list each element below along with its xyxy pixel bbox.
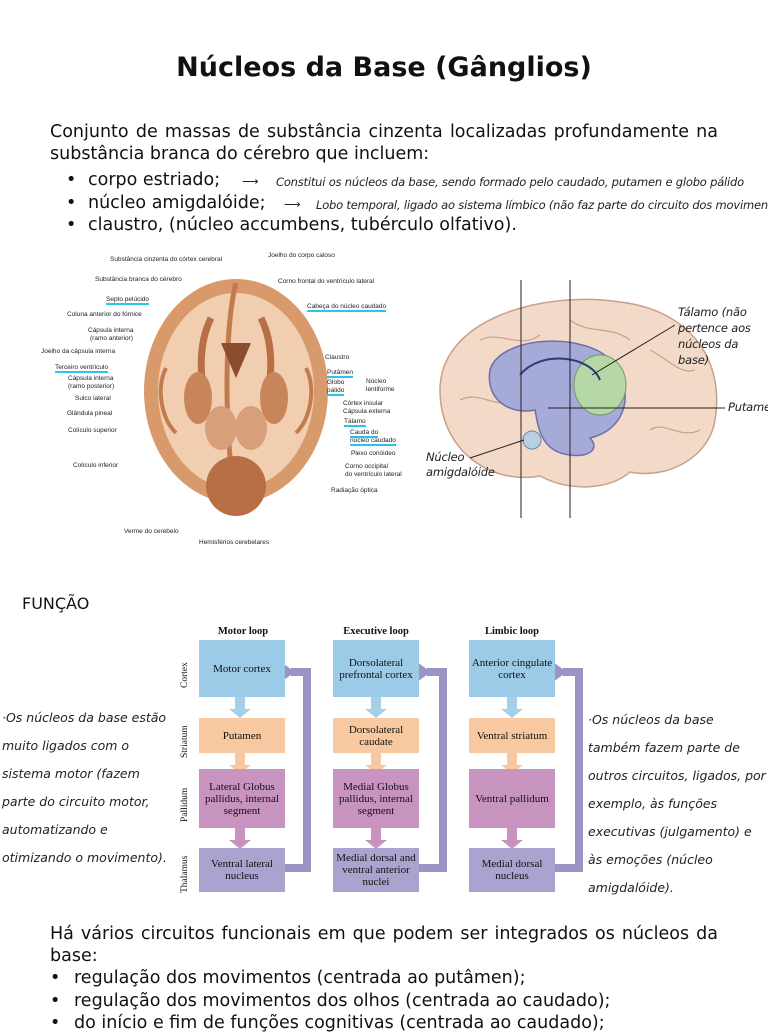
list-item: claustro, (núcleo accumbens, tubérculo o… — [66, 215, 517, 235]
handwritten-note-right: ·Os núcleos da base também fazem parte d… — [588, 712, 766, 895]
label-ramo-anterior: (ramo anterior) — [90, 335, 133, 342]
box-medial-dorsal-ventral-anterior: Medial dorsal and ventral anterior nucle… — [333, 848, 419, 892]
label-coliculo-superior: Colículo superior — [68, 427, 117, 434]
label-terceiro-ventriculo: Terceiro ventrículo — [55, 364, 109, 373]
label-coluna-fornice: Coluna anterior do fórnice — [67, 311, 142, 318]
handwritten-note-left: ·Os núcleos da base estão muito ligados … — [2, 710, 167, 865]
label-palido: pálido — [327, 387, 345, 396]
box-putamen: Putamen — [199, 718, 285, 753]
label-nucleo-caudado: núcleo caudado — [350, 437, 396, 446]
box-dorsolateral-caudate: Dorsolateral caudate — [333, 718, 419, 753]
box-ventral-pallidum: Ventral pallidum — [469, 769, 555, 828]
label-coliculo-inferior: Colículo inferior — [73, 462, 119, 469]
brain-lateral-figure — [439, 280, 725, 518]
circuits-intro: Há vários circuitos funcionais em que po… — [50, 924, 718, 966]
box-motor-cortex: Motor cortex — [199, 640, 285, 697]
label-cauda-do: Cauda do — [350, 429, 379, 438]
box-ventral-striatum: Ventral striatum — [469, 718, 555, 753]
label-ramo-posterior: (ramo posterior) — [68, 383, 115, 390]
box-ventral-lateral-nucleus: Ventral lateral nucleus — [199, 848, 285, 892]
row-label-thalamus: Thalamus — [180, 855, 190, 893]
row-label-striatum: Striatum — [180, 725, 190, 758]
list-item: regulação dos movimentos (centrada ao pu… — [50, 968, 525, 988]
loop-header-limbic: Limbic loop — [485, 626, 539, 637]
list-item: do início e fim de funções cognitivas (c… — [50, 1013, 605, 1033]
label-lentiforme: lentiforme — [366, 386, 395, 393]
note-talamo: Tálamo (não pertence aos núcleos da base… — [678, 305, 751, 367]
loop-header-motor: Motor loop — [217, 626, 269, 637]
label-glandula-pineal: Glândula pineal — [67, 410, 113, 417]
brain-axial-section-figure — [144, 279, 328, 516]
label-joelho-capsula: Joelho da cápsula interna — [41, 348, 116, 355]
label-claustro: Claustro — [325, 354, 350, 361]
label-substancia-cinzenta: Substância cinzenta do córtex cerebral — [110, 256, 223, 263]
list-item: corpo estriado; ⟶ Constitui os núcleos d… — [66, 170, 744, 190]
label-corno-occipital: Corno occipital — [345, 463, 388, 470]
box-anterior-cingulate-cortex: Anterior cingulate cortex — [469, 640, 555, 697]
list-item: núcleo amigdalóide; ⟶ Lobo temporal, lig… — [66, 193, 768, 213]
label-sulco-lateral: Sulco lateral — [75, 395, 111, 402]
label-corno-frontal: Corno frontal do ventrículo lateral — [278, 278, 375, 285]
row-label-pallidum: Pallidum — [180, 787, 190, 822]
label-verme-cerebelo: Verme do cerebelo — [124, 528, 179, 535]
box-lateral-globus-pallidus: Lateral Globus pallidus, internal segmen… — [199, 769, 285, 828]
handwritten-arrow: ⟶ — [242, 174, 259, 188]
handwritten-arrow: ⟶ — [284, 197, 301, 211]
page-title: Núcleos da Base (Gânglios) — [176, 52, 592, 83]
label-ventriculo-lateral: do ventrículo lateral — [345, 471, 402, 478]
handwritten-note: Constitui os núcleos da base, sendo form… — [276, 175, 744, 189]
section-heading-funcao: FUNÇÃO — [22, 594, 90, 613]
handwritten-note: Lobo temporal, ligado ao sistema límbico… — [316, 198, 768, 212]
list-item: regulação dos movimentos dos olhos (cent… — [50, 991, 610, 1011]
label-putamen: Putâmen — [327, 369, 354, 378]
label-cortex-insular: Córtex insular — [343, 400, 384, 407]
loops-arrows — [229, 662, 583, 872]
label-capsula-externa: Cápsula externa — [343, 408, 391, 415]
label-plexo-corioideo: Plexo corióideo — [351, 450, 396, 457]
box-medial-dorsal-nucleus: Medial dorsal nucleus — [469, 848, 555, 892]
label-radiacao-optica: Radiação óptica — [331, 487, 378, 494]
label-nucleo: Núcleo — [366, 378, 387, 385]
label-substancia-branca: Substância branca do cérebro — [95, 276, 182, 283]
intro-paragraph: Conjunto de massas de substância cinzent… — [50, 122, 718, 164]
label-capsula-interna-ant: Cápsula interna — [88, 327, 134, 334]
loop-header-executive: Executive loop — [343, 626, 409, 637]
box-medial-globus-pallidus: Medial Globus pallidus, internal segment — [333, 769, 419, 828]
label-capsula-interna-post: Cápsula interna — [68, 375, 114, 382]
label-cabeca-caudado: Cabeça do núcleo caudado — [307, 303, 387, 312]
box-dorsolateral-prefrontal-cortex: Dorsolateral prefrontal cortex — [333, 640, 419, 697]
label-septo-pelucido: Septo pelúcido — [106, 296, 150, 305]
note-putamen: Putamen — [728, 400, 768, 414]
label-hemisferios-cerebelares: Hemisférios cerebelares — [199, 539, 270, 546]
note-amigdala: Núcleo amigdalóide — [426, 450, 495, 479]
label-joelho-corpo-caloso: Joelho do corpo caloso — [268, 252, 335, 259]
row-label-cortex: Cortex — [180, 662, 190, 688]
label-globo: Globo — [327, 379, 345, 386]
label-talamo: Tálamo — [344, 418, 366, 427]
